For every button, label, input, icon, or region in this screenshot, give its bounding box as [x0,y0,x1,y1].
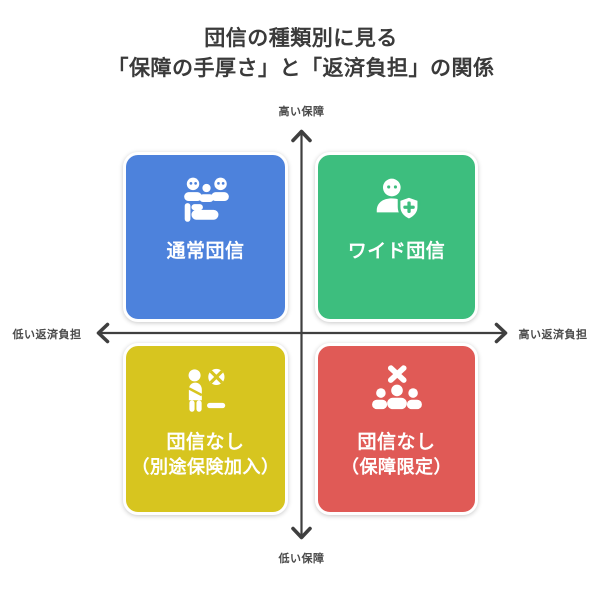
title-line-2: 「保障の手厚さ」と「返済負担」の関係 [107,57,495,80]
title-line-1: 団信の種類別に見る [204,27,398,50]
quadrant-no-danshin-separate-insurance: 団信なし （別途保険加入） [123,343,288,515]
quadrant-label: 団信なし （別途保険加入） [126,430,285,480]
axis-label-low-coverage: 低い保障 [278,553,325,565]
quadrant-no-danshin-limited-coverage: 団信なし （保障限定） [315,343,478,515]
axis-label-high-coverage: 高い保障 [278,106,325,118]
arrow-up-icon [291,129,312,143]
quadrant-label-line-2: （保障限定） [341,457,452,477]
crossed-out-group-icon [371,365,422,410]
quadrant-label-line-2: （別途保険加入） [131,457,280,477]
person-shield-plus-icon [376,178,420,222]
quadrant-label: 団信なし （保障限定） [318,430,475,480]
quadrant-label-line-1: 団信なし [357,432,436,453]
quadrant-label: ワイド団信 [347,241,446,262]
quadrant-label-line-1: 団信なし [166,432,245,453]
family-group-icon [183,177,229,222]
page-title: 団信の種類別に見る 「保障の手厚さ」と「返済負担」の関係 [0,24,602,84]
axis-label-low-burden: 低い返済負担 [12,329,82,341]
axis-label-high-burden: 高い返済負担 [518,329,588,341]
person-lifebuoy-icon [187,368,225,412]
arrow-left-icon [96,322,110,344]
arrow-down-icon [291,526,312,540]
quadrant-label: 通常団信 [166,241,245,262]
quadrant-wide-danshin: ワイド団信 [315,152,478,322]
quadrant-normal-danshin: 通常団信 [123,152,288,322]
arrow-right-icon [494,322,508,344]
